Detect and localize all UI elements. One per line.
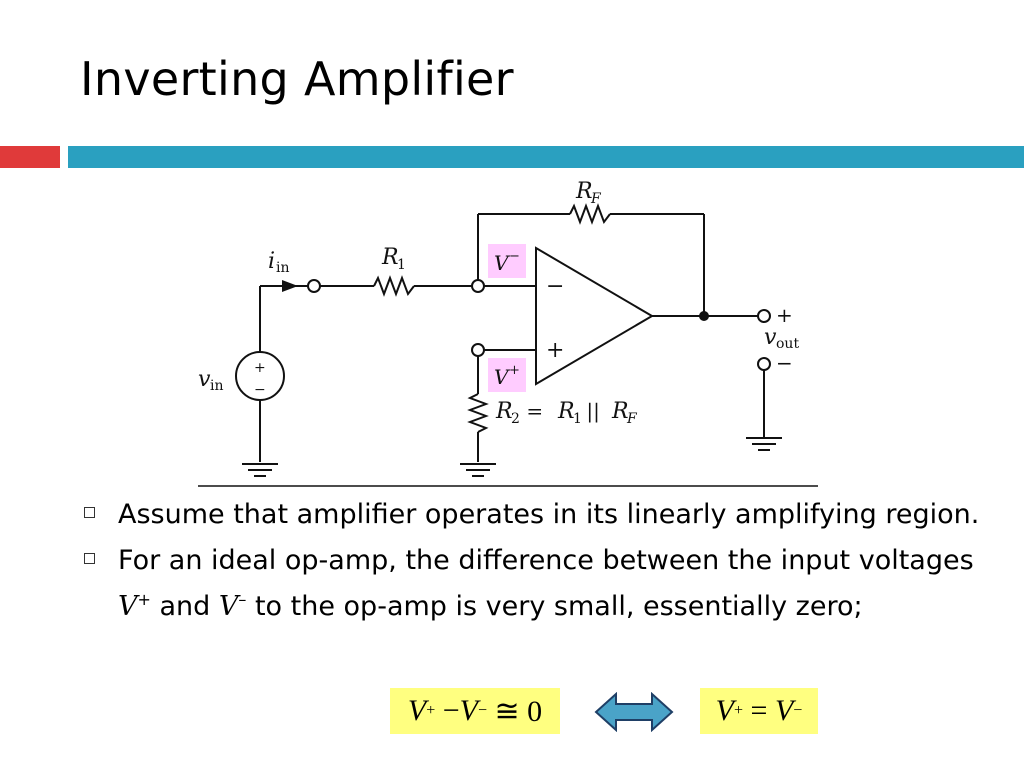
vminus-symbol-sup: – xyxy=(238,590,247,609)
vplus-highlight xyxy=(488,358,526,392)
r2-eq-equals: = xyxy=(520,399,549,423)
square-bullet-icon xyxy=(84,553,95,564)
opamp-minus-sign: − xyxy=(546,274,564,299)
r1-resistor xyxy=(373,275,415,297)
vin-label: v xyxy=(198,367,211,392)
r2-eq-2: 2 xyxy=(511,411,520,427)
eq2-op: = xyxy=(743,694,775,727)
accent-bar-red xyxy=(0,146,60,168)
eq1-rel: ≅ 0 xyxy=(487,694,543,728)
inverting-amplifier-circuit: − + + − + − R F R 1 i in v in v out R 2 … xyxy=(198,179,818,487)
iin-label-sub: in xyxy=(276,260,290,276)
r2-eq-r1: R xyxy=(557,399,575,424)
output-terminal-plus xyxy=(757,309,771,323)
eq1-v1: V xyxy=(407,694,427,727)
rf-label-sub: F xyxy=(590,191,602,207)
ground-left-icon xyxy=(242,463,278,477)
r2-eq-rf: R xyxy=(611,399,629,424)
bullet-text: Assume that amplifier operates in its li… xyxy=(118,499,980,530)
vminus-highlight xyxy=(488,244,526,278)
r2-eq-1: 1 xyxy=(573,411,582,427)
vminus-symbol: V xyxy=(218,591,239,622)
bullet-text-part: to the op-amp is very small, essentially… xyxy=(246,591,863,622)
op-amp xyxy=(535,246,654,386)
r1-label: R xyxy=(381,245,399,270)
bullet-list: Assume that amplifier operates in its li… xyxy=(80,492,980,630)
rf-label: R xyxy=(575,179,593,204)
accent-bar-blue xyxy=(68,146,1024,168)
vminus-tag: V xyxy=(494,251,511,275)
bullet-item: Assume that amplifier operates in its li… xyxy=(80,492,980,538)
slide-title: Inverting Amplifier xyxy=(80,52,514,106)
vout-label: v xyxy=(764,325,777,350)
eq1-op: − xyxy=(435,694,460,727)
r2-eq-f: F xyxy=(626,411,638,427)
bullet-item: For an ideal op-amp, the difference betw… xyxy=(80,538,980,630)
inverting-node xyxy=(471,279,485,293)
r2-eq-parallel: || xyxy=(580,399,606,424)
vplus-symbol-sup: + xyxy=(137,590,151,609)
ground-middle-icon xyxy=(460,463,496,477)
r2-eq-r: R xyxy=(495,399,513,424)
vplus-symbol: V xyxy=(118,591,138,622)
equation-difference: V+ −V− ≅ 0 xyxy=(390,688,560,734)
square-bullet-icon xyxy=(84,507,95,518)
input-terminal xyxy=(307,279,321,293)
vout-label-sub: out xyxy=(776,336,799,352)
voltage-source xyxy=(235,351,285,401)
vin-label-sub: in xyxy=(210,378,224,394)
output-terminal-minus xyxy=(757,357,771,371)
vout-minus-sign: − xyxy=(776,351,793,375)
bullet-text-part: For an ideal op-amp, the difference betw… xyxy=(118,545,974,576)
iin-label: i xyxy=(268,249,275,274)
output-junction xyxy=(699,311,709,321)
iin-arrow-icon xyxy=(282,280,298,292)
r2-resistor xyxy=(467,393,489,433)
vplus-tag: V xyxy=(494,365,511,389)
noninverting-node xyxy=(471,343,485,357)
source-minus-sign: − xyxy=(254,382,266,398)
equation-equal: V+ = V− xyxy=(700,688,818,734)
vplus-tag-sup: + xyxy=(509,363,520,378)
rf-resistor xyxy=(569,203,611,225)
opamp-plus-sign: + xyxy=(546,338,564,363)
bullet-text-part: and xyxy=(150,591,219,622)
r1-label-sub: 1 xyxy=(397,257,406,273)
vout-plus-sign: + xyxy=(776,303,793,327)
eq1-v2: V xyxy=(459,694,478,727)
ground-right-icon xyxy=(746,437,782,451)
eq2-v1: V xyxy=(715,694,734,727)
vminus-tag-sup: − xyxy=(509,249,520,264)
eq2-v2: V xyxy=(774,694,794,727)
double-arrow-icon xyxy=(594,692,674,732)
source-plus-sign: + xyxy=(254,360,266,376)
